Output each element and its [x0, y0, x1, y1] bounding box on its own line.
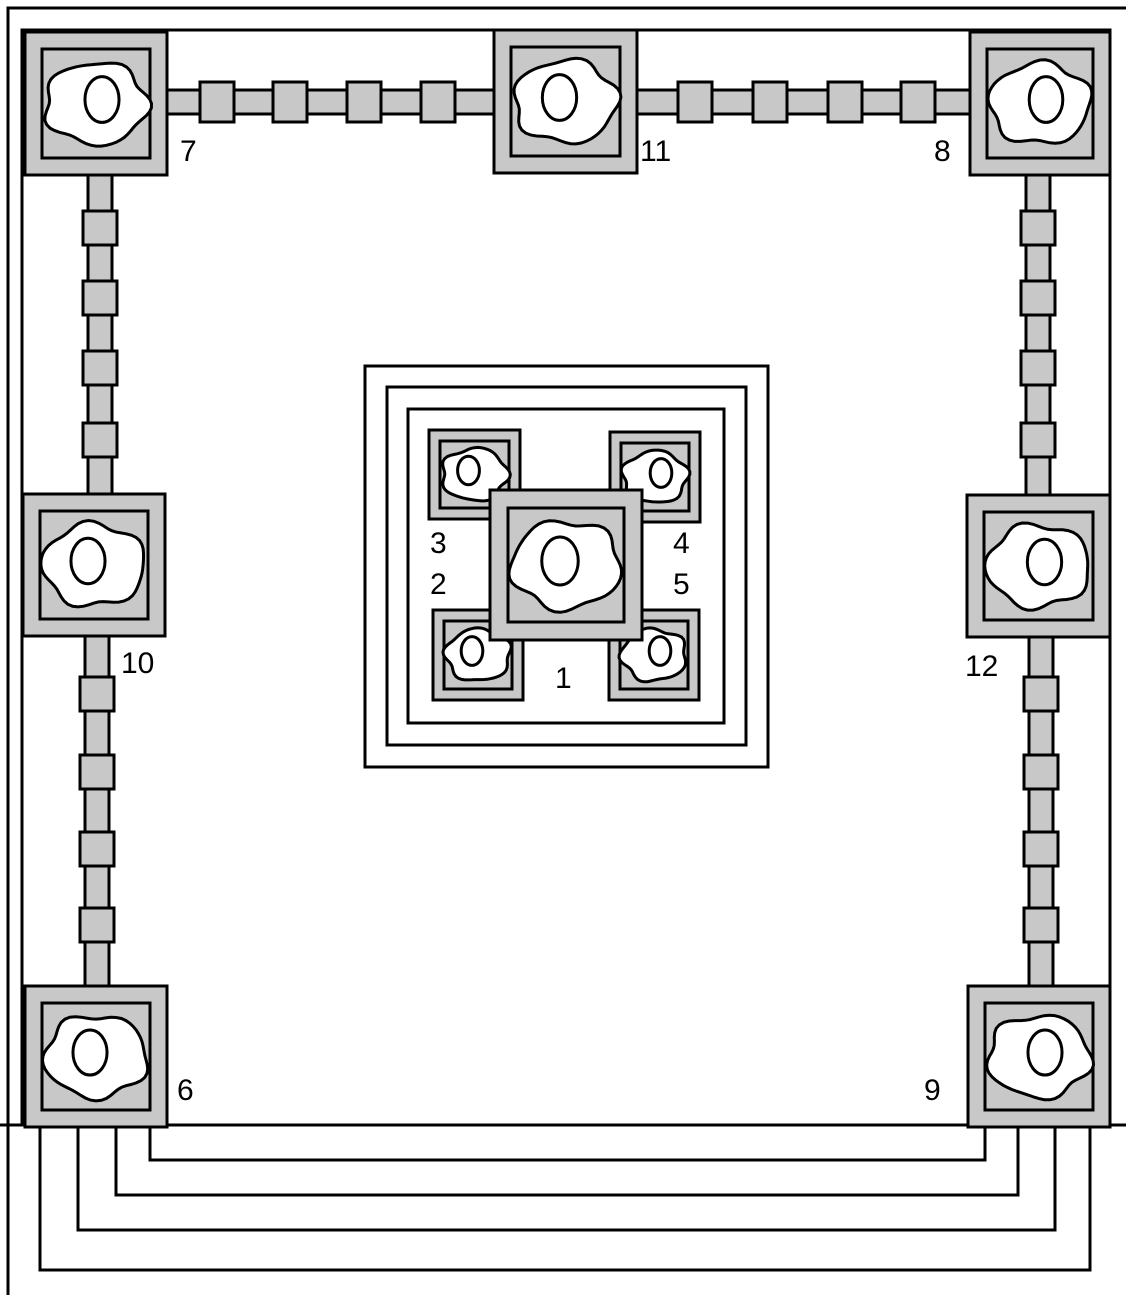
connector-7-11-node-1: [200, 82, 234, 122]
pad-4-nucleus: [650, 459, 672, 488]
frame-line-7: [150, 1125, 985, 1160]
connector-7-11-node-4: [421, 82, 455, 122]
label-6: 6: [177, 1074, 194, 1107]
pad-12-nucleus: [1027, 539, 1061, 584]
label-1: 1: [555, 662, 572, 695]
pad-8-nucleus: [1029, 77, 1063, 123]
frame-line-5: [78, 1125, 1055, 1230]
pad-11-nucleus: [542, 75, 576, 121]
outer-frame: [0, 8, 1126, 1295]
connector-7-11-node-3: [347, 82, 381, 122]
connector-11-8-node-4: [901, 82, 935, 122]
connector-7-10-node-1: [83, 211, 117, 245]
pad-9: [968, 986, 1110, 1127]
connector-8-12-node-3: [1021, 351, 1055, 385]
connector-10-6-node-4: [80, 908, 114, 942]
connector-12-9-node-3: [1024, 832, 1058, 866]
label-7: 7: [180, 135, 197, 168]
pad-8: [970, 32, 1110, 175]
connector-12-9-node-4: [1024, 908, 1058, 942]
pad-2-nucleus: [461, 637, 483, 666]
pad-9-nucleus: [1028, 1030, 1062, 1075]
pad-6: [25, 986, 167, 1127]
pad-11: [494, 30, 637, 173]
connector-7-10-node-4: [83, 423, 117, 457]
pad-7-nucleus: [85, 77, 119, 123]
frame-line-1: [8, 8, 1126, 1295]
label-12: 12: [965, 650, 998, 683]
pad-1-nucleus: [542, 537, 578, 585]
connector-8-12-node-1: [1021, 211, 1055, 245]
pad-10-nucleus: [71, 538, 105, 583]
connector-11-8-node-2: [753, 82, 787, 122]
connector-8-12-node-4: [1021, 423, 1055, 457]
label-2: 2: [430, 568, 447, 601]
connector-11-8-node-3: [828, 82, 862, 122]
connector-7-10-node-3: [83, 351, 117, 385]
connector-7-10-node-2: [83, 281, 117, 315]
frame-line-4: [40, 1125, 1090, 1270]
connector-8-12-node-2: [1021, 281, 1055, 315]
connector-7-11-node-2: [273, 82, 307, 122]
connector-11-8-node-1: [678, 82, 712, 122]
connector-10-6-node-3: [80, 832, 114, 866]
pad-1: [490, 490, 642, 640]
pad-10: [23, 494, 165, 636]
label-5: 5: [673, 568, 690, 601]
pad-7: [25, 32, 167, 175]
connector-12-9-node-1: [1024, 677, 1058, 711]
pads: [23, 30, 1110, 1127]
connector-12-9-node-2: [1024, 755, 1058, 789]
connector-10-6-node-2: [80, 755, 114, 789]
label-10: 10: [121, 647, 154, 680]
label-8: 8: [934, 135, 951, 168]
label-11: 11: [640, 135, 671, 168]
pad-12: [967, 495, 1110, 637]
pad-6-nucleus: [73, 1030, 107, 1075]
label-3: 3: [430, 527, 447, 560]
connector-10-6-node-1: [80, 677, 114, 711]
label-9: 9: [924, 1074, 941, 1107]
pad-5-nucleus: [649, 637, 671, 666]
pad-3-nucleus: [458, 456, 480, 484]
label-4: 4: [673, 527, 690, 560]
